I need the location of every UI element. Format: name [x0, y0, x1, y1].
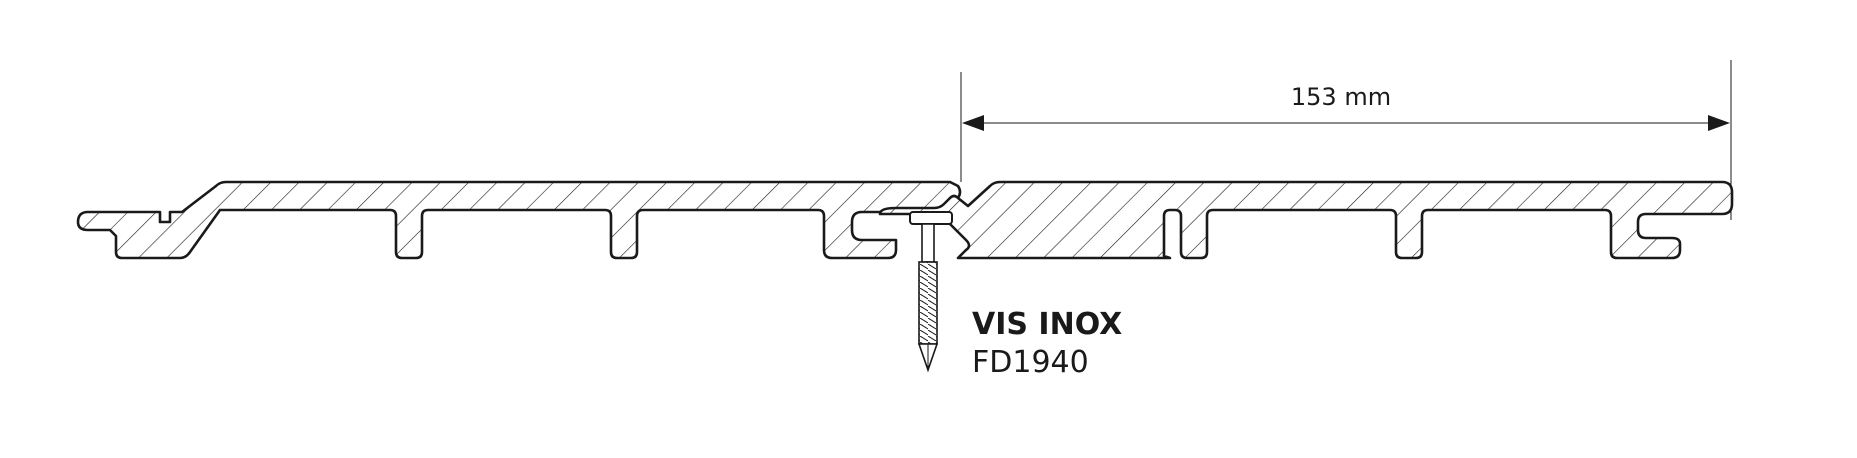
arrowhead-left-icon — [962, 115, 984, 131]
arrowhead-right-icon — [1708, 115, 1730, 131]
right-board-profile — [878, 180, 1734, 260]
dimension-label: 153 mm — [1291, 83, 1391, 111]
screw-title: VIS INOX — [972, 307, 1122, 342]
left-board-profile — [76, 180, 962, 260]
screw-icon — [909, 211, 953, 373]
screw-reference: FD1940 — [972, 345, 1089, 380]
